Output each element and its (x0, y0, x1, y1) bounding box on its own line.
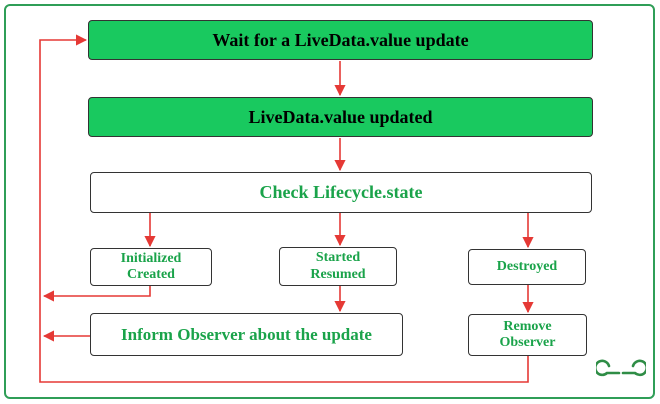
gfg-logo-icon (596, 359, 646, 377)
arrow-remove-loop-back (39, 34, 529, 383)
node-check-label: Check Lifecycle.state (259, 182, 423, 203)
node-updated-label: LiveData.value updated (248, 106, 433, 127)
node-remove-observer: Remove Observer (468, 314, 587, 356)
node-wait-label: Wait for a LiveData.value update (212, 29, 469, 50)
node-wait-for-update: Wait for a LiveData.value update (88, 20, 593, 60)
node-check-lifecycle: Check Lifecycle.state (90, 172, 592, 213)
node-started-resumed: Started Resumed (279, 247, 397, 286)
node-destroyed-label: Destroyed (496, 258, 558, 274)
node-initialized-label: Initialized (120, 250, 182, 266)
node-initialized-created: Initialized Created (90, 248, 212, 286)
node-destroyed: Destroyed (468, 249, 586, 285)
arrow-initialized-loop (42, 286, 151, 302)
node-remove-label: Remove (503, 318, 552, 334)
diagram-frame (4, 4, 655, 399)
node-value-updated: LiveData.value updated (88, 97, 593, 137)
node-created-label: Created (127, 267, 175, 282)
node-inform-observer: Inform Observer about the update (90, 313, 403, 356)
node-started-label: Started (315, 250, 361, 266)
node-resumed-label: Resumed (310, 266, 366, 282)
node-inform-label: Inform Observer about the update (121, 324, 372, 344)
node-observer-label: Observer (499, 335, 556, 350)
